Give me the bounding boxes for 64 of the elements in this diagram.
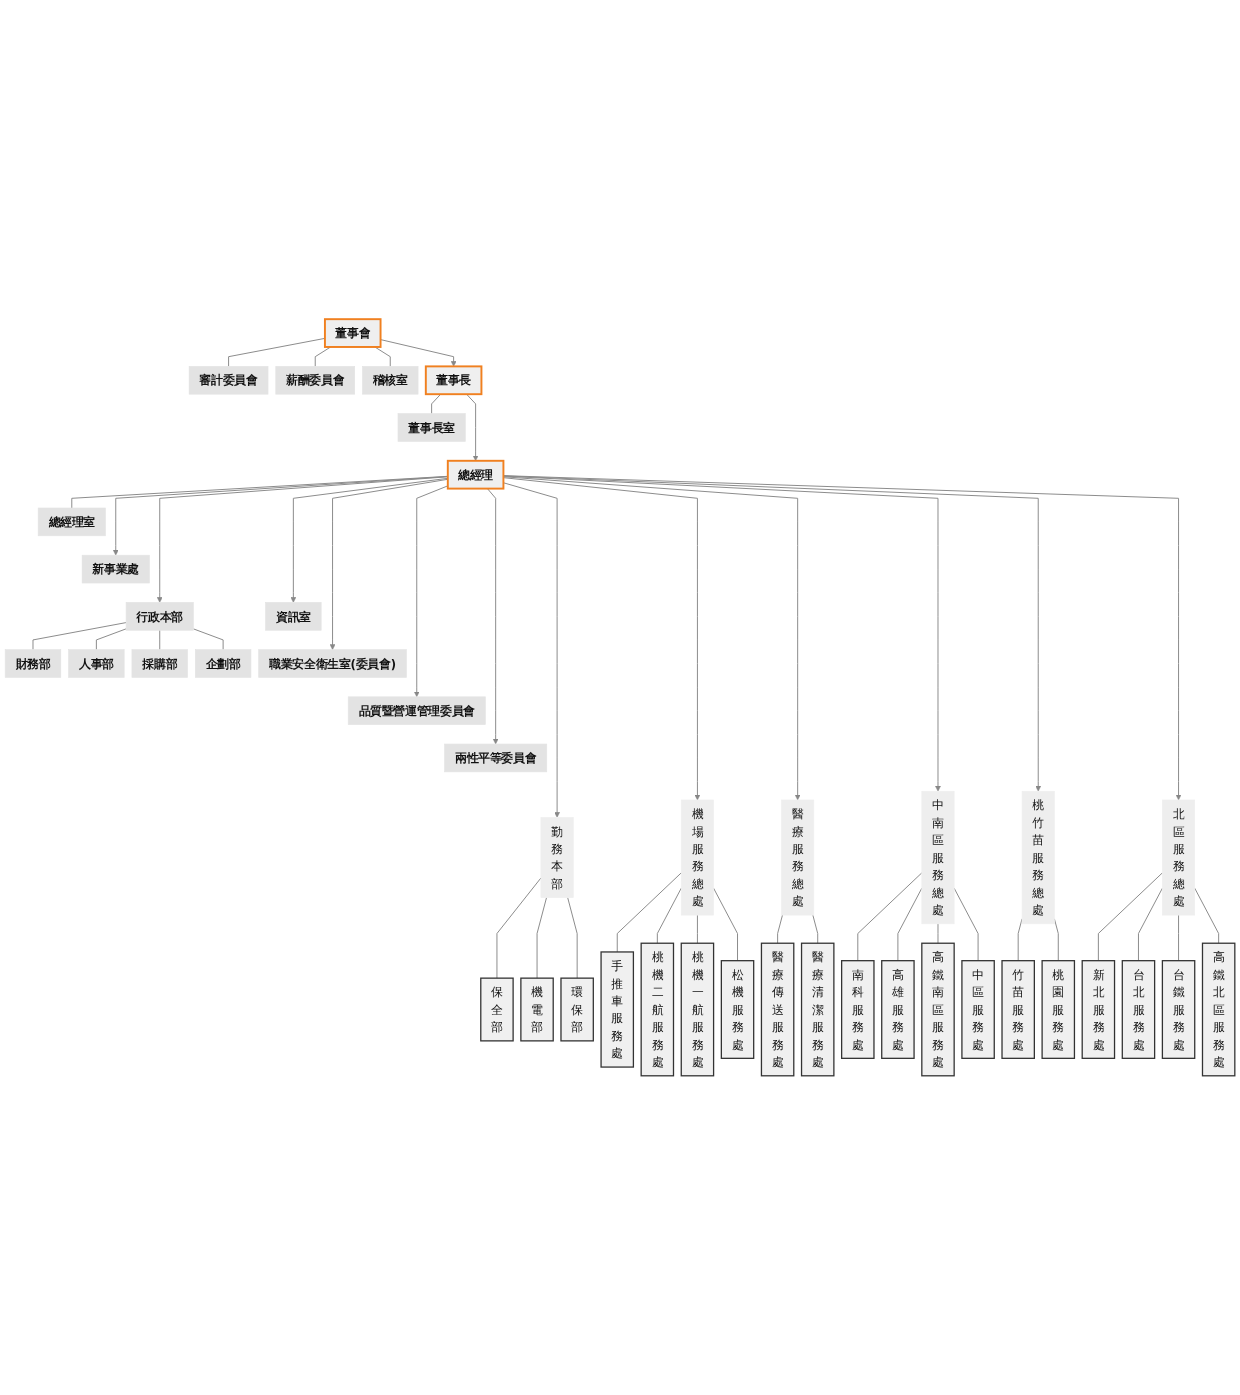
node-box: 竹苗服務處 [1001,960,1035,1059]
node-box: 稽核室 [362,366,419,395]
connector [374,346,391,367]
connector [95,628,127,651]
node-box: 桃機一航服務處 [680,942,715,1077]
node-box: 董事長 [424,365,483,396]
node-box: 高鐵北區服務處 [1201,942,1236,1077]
connector [32,622,127,651]
connector [937,923,939,944]
node-box: 行政本部 [125,602,194,631]
node-box: 薪酬委員會 [275,366,355,395]
node-box: 中區服務處 [961,960,995,1059]
node-box: 資訊室 [265,602,322,631]
connector [159,629,161,651]
connector [812,914,819,944]
connector [1137,887,1163,962]
node-box: 桃機二航服務處 [640,942,675,1077]
node-box: 董事會 [323,318,382,348]
node-box: 機電部 [520,977,554,1042]
connector [857,872,923,962]
node-box: 人事部 [68,649,125,678]
node-box: 醫療傳送服務處 [760,942,795,1077]
node-box: 職業安全衛生室(委員會) [258,649,407,678]
connector [1097,872,1163,962]
node-box: 醫療清潔服務處 [800,942,835,1077]
connector [1194,887,1220,944]
node-box: 松機服務處 [720,960,755,1059]
node-box: 新事業處 [81,554,150,584]
node-box: 醫療服務總處 [781,799,815,916]
connector [431,393,442,415]
node-box: 兩性平等委員會 [444,743,548,773]
node-box: 桃園服務處 [1041,960,1076,1059]
node-box: 南科服務處 [841,960,875,1059]
connector [713,887,738,962]
connector [777,914,783,944]
node-box: 董事長室 [397,413,466,442]
node-box: 高雄服務處 [881,960,915,1059]
node-box: 勤務本部 [540,817,574,898]
node-box: 台鐵服務處 [1161,960,1196,1059]
node-box: 新北服務處 [1081,960,1116,1059]
connector [1178,914,1180,962]
node-box: 採購部 [131,649,188,678]
node-box: 總經理室 [37,507,106,537]
node-box: 中南區服務總處 [921,790,955,925]
node-box: 審計委員會 [188,366,269,395]
connector [567,897,578,979]
connector [616,872,682,953]
node-box: 北區服務總處 [1162,799,1196,916]
connector [536,897,547,979]
node-box: 品質暨營運管理委員會 [347,696,486,725]
node-box: 機場服務總處 [680,799,714,916]
node-box: 企劃部 [194,649,252,678]
connector [696,914,698,944]
node-box: 高鐵南區服務處 [921,942,955,1077]
node-box: 總經理 [446,459,505,490]
node-box: 環保部 [560,977,594,1042]
node-box: 財務部 [4,649,62,678]
node-box: 桃竹苗服務總處 [1021,790,1055,925]
node-box: 保全部 [480,977,514,1042]
connector [192,628,224,651]
connector [656,887,682,944]
node-box: 台北服務處 [1121,960,1156,1059]
connector [496,877,542,979]
node-box: 手推車服務處 [600,951,635,1068]
